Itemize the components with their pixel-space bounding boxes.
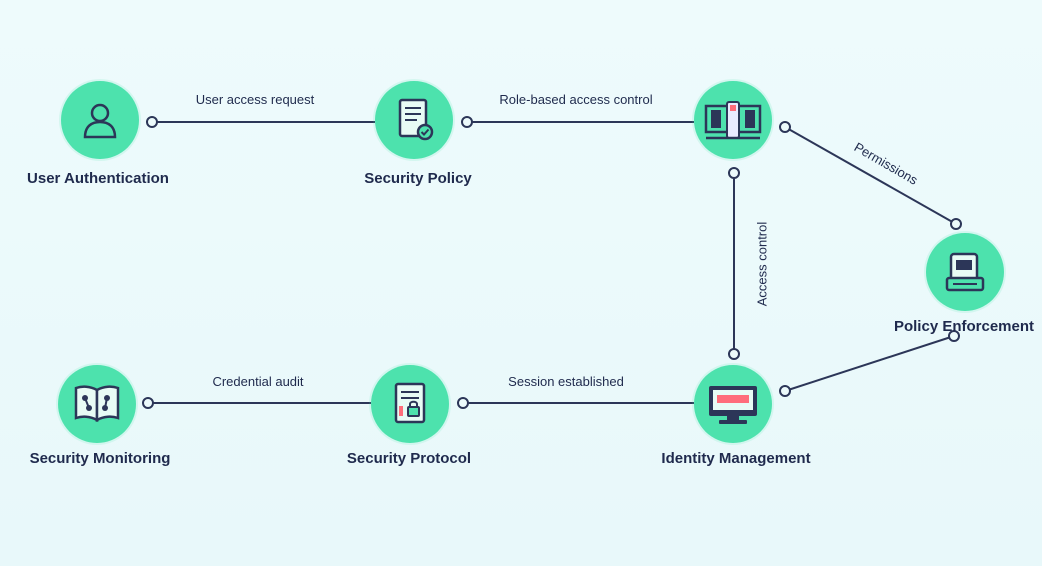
label-security-policy: Security Policy: [364, 170, 472, 187]
label-user-authentication: User Authentication: [27, 170, 169, 187]
connector-port: [461, 116, 473, 128]
connector-port: [948, 330, 960, 342]
device-lock-icon: [945, 252, 985, 292]
label-security-monitoring: Security Monitoring: [29, 450, 171, 467]
connector-port: [779, 121, 791, 133]
connector-port: [146, 116, 158, 128]
label-security-protocol: Security Protocol: [346, 450, 472, 467]
label-identity-management: Identity Management: [661, 450, 811, 467]
edge-label-session-established: Session established: [508, 374, 624, 389]
server-rack-icon: [704, 101, 762, 140]
edge-label-role-based-access-control: Role-based access control: [499, 92, 653, 107]
connector-port: [779, 385, 791, 397]
node-identity-management[interactable]: [694, 365, 772, 443]
edge-label-user-access-request: User access request: [195, 92, 315, 107]
connector-port: [728, 348, 740, 360]
node-security-protocol[interactable]: [371, 365, 449, 443]
node-access-gateway[interactable]: [694, 81, 772, 159]
node-security-policy[interactable]: [375, 81, 453, 159]
user-icon: [83, 103, 117, 139]
network-book-icon: [74, 385, 120, 423]
edge-identity-management-to-policy-enforcement: [784, 335, 955, 392]
monitor-icon: [709, 386, 757, 424]
node-user-authentication[interactable]: [61, 81, 139, 159]
label-policy-enforcement: Policy Enforcement: [893, 318, 1035, 335]
connector-port: [950, 218, 962, 230]
edge-label-access-control: Access control: [754, 221, 770, 307]
connector-port: [728, 167, 740, 179]
edge-label-credential-audit: Credential audit: [212, 374, 304, 389]
connector-port: [457, 397, 469, 409]
document-check-icon: [398, 98, 434, 141]
edge-gateway-to-policy-enforcement: [784, 126, 957, 225]
node-policy-enforcement[interactable]: [926, 233, 1004, 311]
connector-port: [142, 397, 154, 409]
node-security-monitoring[interactable]: [58, 365, 136, 443]
document-lock-icon: [394, 382, 426, 424]
